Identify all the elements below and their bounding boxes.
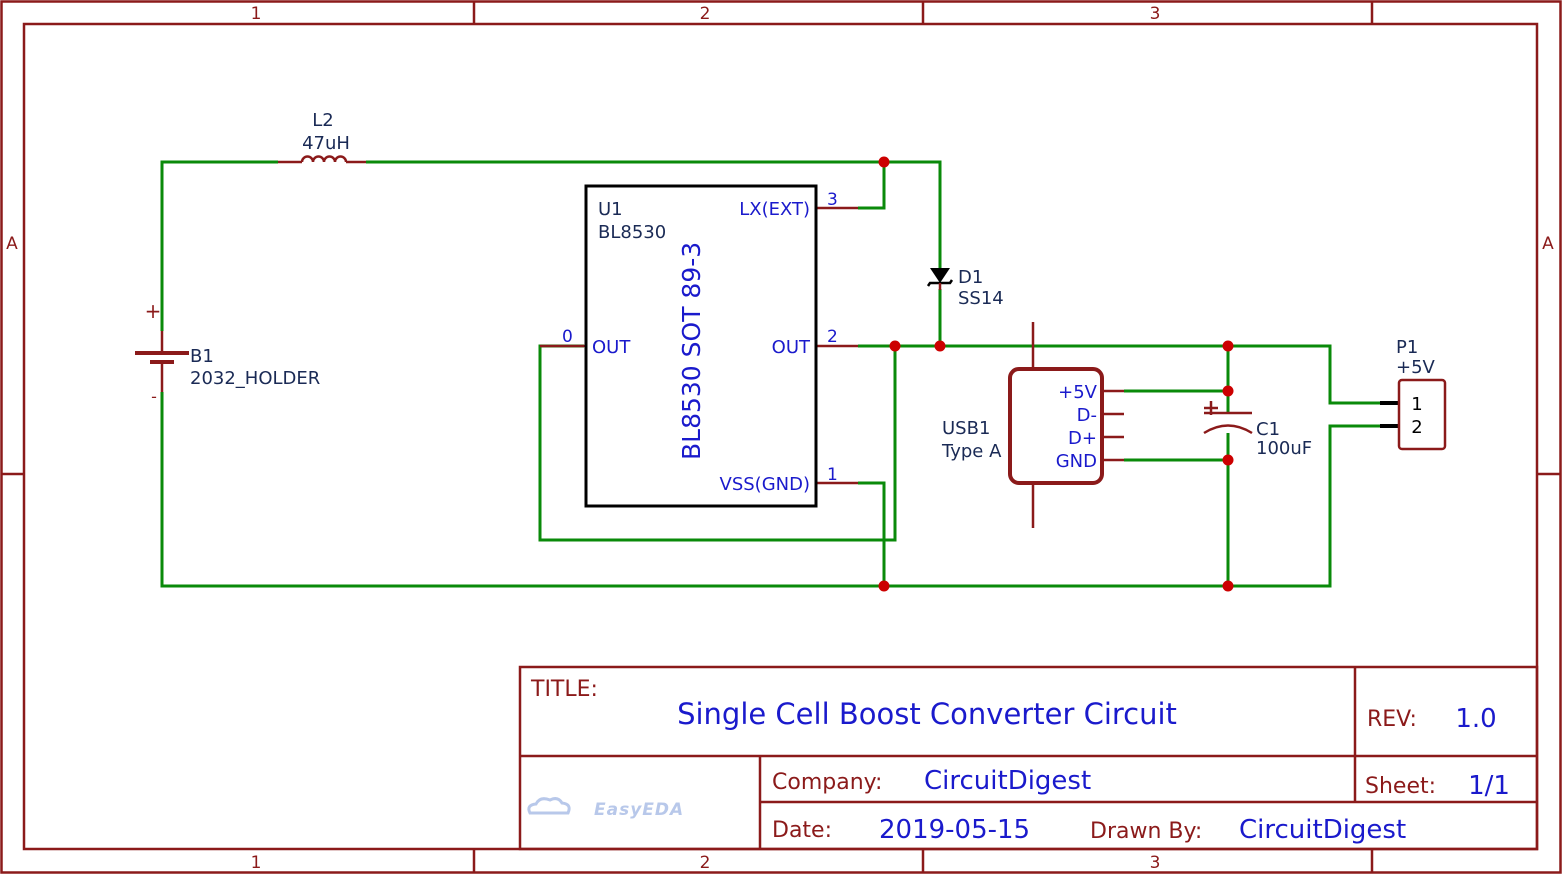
easyeda-logo: EasyEDA bbox=[594, 800, 684, 820]
usb-pin-dminus: D- bbox=[1077, 405, 1097, 426]
diode-ref: D1 bbox=[958, 267, 983, 288]
row-label-left-a: A bbox=[6, 234, 18, 254]
usb-pin-5v: +5V bbox=[1058, 382, 1098, 403]
col-label-top-2: 2 bbox=[700, 4, 711, 24]
cloud-icon bbox=[527, 797, 571, 815]
ic-package-label: BL8530 SOT 89-3 bbox=[677, 242, 706, 460]
junction-dot bbox=[1222, 580, 1234, 592]
junction-dot bbox=[878, 580, 890, 592]
ic-pin-vss-num: 1 bbox=[827, 465, 838, 485]
ic-pin-vss-name: VSS(GND) bbox=[720, 474, 810, 495]
ic-pin-lx-num: 3 bbox=[827, 190, 838, 210]
ic-pin-out-right-name: OUT bbox=[772, 337, 811, 358]
row-label-right-a: A bbox=[1542, 234, 1554, 254]
col-label-top-3: 3 bbox=[1150, 4, 1161, 24]
ic-pin-lx-name: LX(EXT) bbox=[739, 199, 810, 220]
date-label: Date: bbox=[772, 818, 832, 843]
col-label-bottom-1: 1 bbox=[251, 853, 262, 873]
date-value: 2019-05-15 bbox=[879, 815, 1030, 845]
rev-value: 1.0 bbox=[1455, 704, 1496, 734]
usb-value: Type A bbox=[941, 441, 1002, 462]
drawn-by-label: Drawn By: bbox=[1090, 819, 1202, 844]
usb-connector-usb1[interactable]: +5V D- D+ GND USB1 Type A bbox=[941, 322, 1124, 528]
inductor-l2[interactable]: L2 47uH bbox=[278, 110, 366, 164]
company-value: CircuitDigest bbox=[924, 766, 1091, 796]
ic-pin-out-right-num: 2 bbox=[827, 327, 838, 347]
title-label: TITLE: bbox=[530, 677, 598, 702]
battery-ref: B1 bbox=[190, 346, 214, 367]
junction-dot bbox=[1222, 454, 1234, 466]
ic-u1[interactable]: U1 BL8530 BL8530 SOT 89-3 LX(EXT) 3 OUT … bbox=[540, 184, 858, 508]
ic-ref: U1 bbox=[598, 199, 623, 220]
connector-p1[interactable]: 1 2 P1 +5V bbox=[1380, 337, 1447, 451]
connector-value: +5V bbox=[1396, 357, 1436, 378]
junction-dot bbox=[1222, 340, 1234, 352]
col-label-top-1: 1 bbox=[251, 4, 262, 24]
wires bbox=[160, 160, 1380, 588]
company-label: Company: bbox=[772, 770, 882, 795]
battery-minus-sign: - bbox=[151, 387, 157, 406]
col-label-bottom-3: 3 bbox=[1150, 853, 1161, 873]
capacitor-c1[interactable]: C1 100uF bbox=[1203, 401, 1312, 459]
diode-value: SS14 bbox=[958, 288, 1004, 309]
rev-label: REV: bbox=[1367, 707, 1417, 732]
title-block: TITLE: Single Cell Boost Converter Circu… bbox=[518, 665, 1539, 851]
usb-pin-gnd: GND bbox=[1056, 451, 1097, 472]
ic-pin-out-left-num: 0 bbox=[562, 327, 573, 347]
connector-pin-1: 1 bbox=[1411, 394, 1422, 415]
inductor-ref: L2 bbox=[312, 110, 333, 131]
diode-d1[interactable]: D1 SS14 bbox=[926, 267, 1004, 309]
usb-ref: USB1 bbox=[942, 418, 990, 439]
col-label-bottom-2: 2 bbox=[700, 853, 711, 873]
page-title: Single Cell Boost Converter Circuit bbox=[677, 697, 1177, 731]
sheet-value: 1/1 bbox=[1468, 771, 1510, 801]
junction-dot bbox=[1222, 385, 1234, 397]
connector-pin-2: 2 bbox=[1411, 417, 1422, 438]
drawn-by-value: CircuitDigest bbox=[1239, 815, 1406, 845]
capacitor-value: 100uF bbox=[1256, 438, 1312, 459]
connector-ref: P1 bbox=[1396, 337, 1418, 358]
junction-dot bbox=[889, 340, 901, 352]
junction-dot bbox=[934, 340, 946, 352]
junctions bbox=[878, 156, 1234, 592]
ic-part: BL8530 bbox=[598, 222, 666, 243]
inductor-value: 47uH bbox=[302, 133, 350, 154]
sheet-label: Sheet: bbox=[1365, 774, 1436, 799]
ic-pin-out-left-name: OUT bbox=[592, 337, 631, 358]
capacitor-ref: C1 bbox=[1256, 419, 1280, 440]
battery-plus-sign: + bbox=[145, 299, 162, 323]
battery-value: 2032_HOLDER bbox=[190, 368, 320, 389]
battery-b1[interactable]: + - B1 2032_HOLDER bbox=[135, 299, 320, 406]
junction-dot bbox=[878, 156, 890, 168]
usb-pin-dplus: D+ bbox=[1068, 428, 1097, 449]
